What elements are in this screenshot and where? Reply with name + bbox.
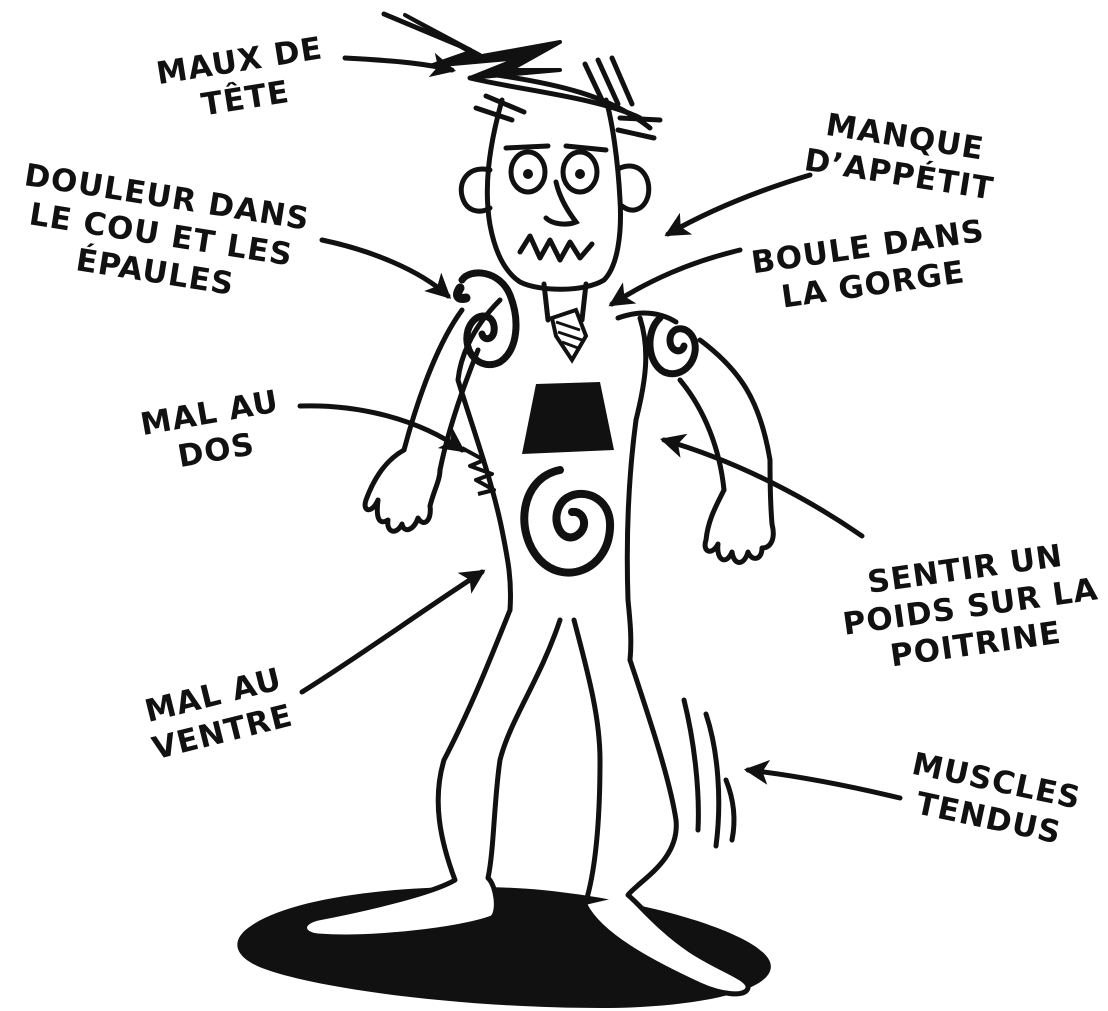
arrow-mal-au-dos	[300, 406, 462, 450]
right-hand	[705, 460, 773, 563]
left-shoulder-swirl	[462, 273, 516, 365]
belly-swirl	[524, 470, 610, 573]
arrow-manque-appetit	[668, 175, 810, 234]
right-shoulder-swirl	[650, 318, 695, 374]
arrow-mal-au-ventre	[302, 572, 482, 692]
left-leg-inner	[488, 620, 560, 878]
ground-shadow	[237, 887, 771, 1008]
arrow-sentir-poids	[664, 440, 862, 536]
torso-right	[627, 318, 646, 660]
left-hand	[365, 450, 440, 531]
left-leg-outer	[438, 610, 510, 880]
arrow-douleur-cou	[322, 240, 448, 296]
right-ear	[620, 166, 649, 210]
head	[487, 100, 620, 289]
right-leg-outer	[628, 660, 676, 895]
back-pain-spikes	[462, 448, 494, 494]
arrow-boule-gorge	[612, 250, 740, 304]
right-arm-outer	[700, 340, 770, 460]
right-leg-inner	[574, 620, 600, 905]
headache-bolt	[405, 15, 560, 78]
left-arm-outer	[404, 310, 462, 450]
tension-lines	[684, 700, 734, 846]
arrow-muscles-tendus	[748, 770, 900, 798]
chest-weight	[522, 382, 614, 454]
right-arm-inner	[680, 380, 724, 490]
